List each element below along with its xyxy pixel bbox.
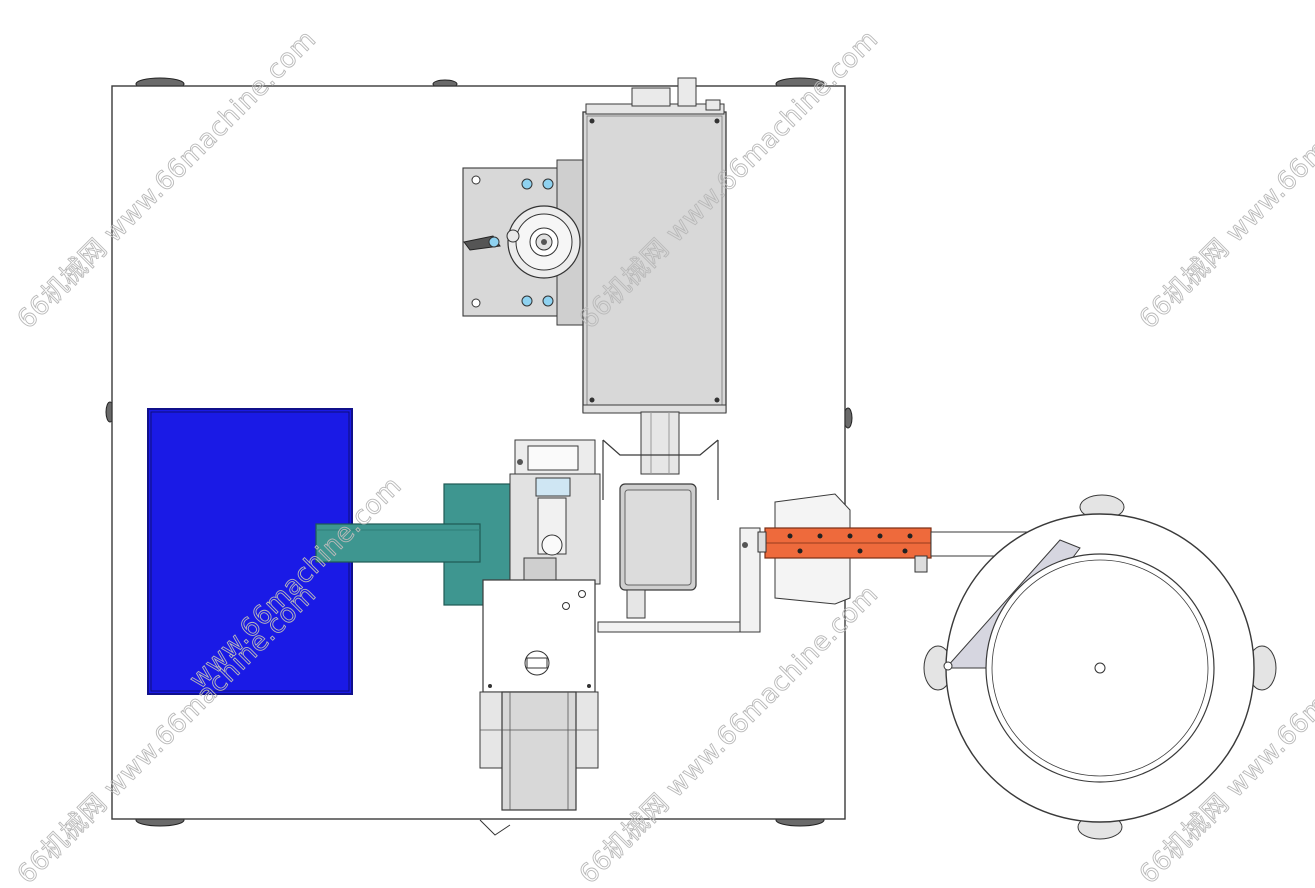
linear-guide xyxy=(479,579,599,836)
watermark-text: 66机械网 www.66mach xyxy=(1134,100,1315,335)
handwheel-plate xyxy=(462,159,586,326)
teal-arm xyxy=(315,483,511,606)
bridge-rail xyxy=(597,527,761,633)
press-unit xyxy=(582,77,727,619)
handwheel xyxy=(506,205,581,279)
vibratory-bowl xyxy=(923,494,1277,840)
gripper-module xyxy=(509,439,601,585)
